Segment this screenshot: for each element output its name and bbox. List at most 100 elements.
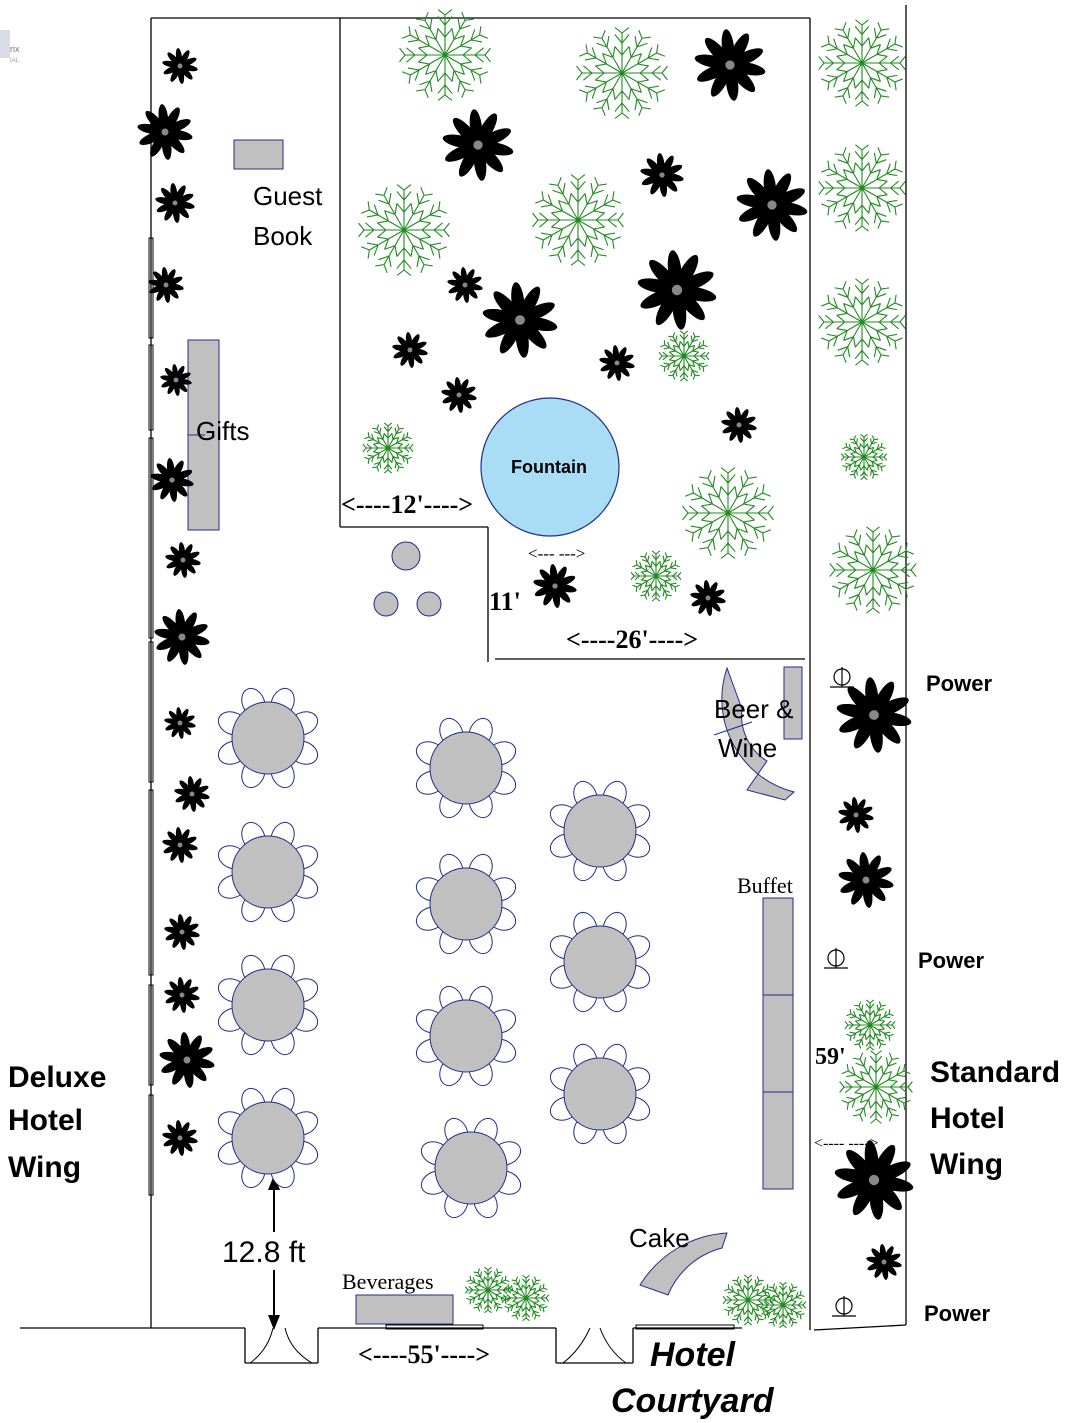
palm-tree-icon: [866, 1244, 902, 1280]
dim-12-8-label: 12.8 ft: [222, 1236, 306, 1269]
palm-tree-icon: [640, 153, 684, 197]
guest-book-label-1: Guest: [253, 181, 323, 211]
palm-tree-icon: [174, 776, 210, 812]
palm-tree-icon: [160, 364, 192, 396]
round-table: [415, 853, 517, 955]
dim-59-label: 59': [815, 1044, 846, 1070]
courtyard-label-1: Hotel: [650, 1336, 737, 1374]
palm-tree-icon: [164, 977, 200, 1013]
dim-59-arrow: <---- ---->: [814, 1135, 879, 1152]
standard-wing-label-3: Wing: [930, 1148, 1003, 1181]
left-wall-windows: [148, 237, 154, 1196]
beer-wine-label-2: Wine: [718, 733, 777, 763]
power-label-3: Power: [924, 1301, 990, 1326]
doors: [249, 1324, 735, 1364]
beverages-label: Beverages: [342, 1269, 434, 1294]
round-table: [549, 1043, 651, 1145]
cocktail-tables: [373, 541, 442, 617]
shrubs: [358, 9, 917, 1329]
power-outlet-icon: [824, 948, 848, 969]
palm-tree-icon: [162, 827, 198, 863]
palm-tree-icon: [154, 609, 210, 665]
buffet-tables: [762, 897, 794, 1190]
round-table: [217, 1087, 319, 1189]
dim-26-label: <----26'---->: [566, 625, 698, 654]
gifts-label: Gifts: [196, 416, 249, 446]
palm-tree-icon: [721, 407, 757, 443]
deluxe-wing-label-3: Wing: [8, 1151, 81, 1184]
round-table: [549, 780, 651, 882]
power-outlet-icon: [832, 1296, 856, 1317]
round-table: [420, 1117, 522, 1219]
deluxe-wing-label-2: Hotel: [8, 1104, 83, 1137]
palm-tree-icon: [834, 1140, 914, 1220]
shrub-icon: [829, 526, 917, 614]
shrub-icon: [464, 1266, 512, 1314]
shrub-icon: [844, 999, 896, 1051]
shrub-icon: [362, 422, 414, 474]
shrub-icon: [532, 174, 624, 266]
palm-tree-icon: [162, 48, 198, 84]
beverages-table: [355, 1294, 454, 1325]
shrub-icon: [818, 278, 906, 366]
palm-tree-icon: [165, 542, 201, 578]
shrub-icon: [818, 144, 906, 232]
round-tables: [217, 687, 651, 1219]
logo: rix IAL: [0, 30, 20, 64]
courtyard-label-2: Courtyard: [611, 1382, 775, 1420]
fountain-label: Fountain: [511, 457, 587, 477]
cake-label: Cake: [629, 1223, 690, 1253]
dim-55-label: <----55'---->: [358, 1340, 490, 1369]
palm-tree-icon: [694, 29, 766, 101]
palm-tree-icon: [690, 580, 726, 616]
shrub-icon: [630, 550, 682, 602]
palm-tree-icon: [441, 377, 477, 413]
shrub-icon: [759, 1281, 807, 1329]
palm-tree-icon: [736, 169, 808, 241]
round-table: [217, 687, 319, 789]
palm-tree-icon: [442, 109, 514, 181]
shrub-icon: [658, 330, 710, 382]
palm-tree-icon: [599, 345, 635, 381]
dim-12-8-arrow: [268, 1175, 280, 1330]
shrub-icon: [502, 1274, 550, 1322]
fountain: Fountain: [480, 397, 620, 537]
buffet-label: Buffet: [737, 873, 793, 898]
svg-text:IAL: IAL: [10, 58, 20, 64]
standard-wing-label-1: Standard: [930, 1056, 1060, 1089]
shrub-icon: [682, 467, 774, 559]
palm-tree-icon: [482, 282, 558, 358]
dim-12-label: <----12'---->: [341, 490, 473, 519]
shrub-icon: [576, 27, 668, 119]
palm-tree-icon: [155, 183, 195, 223]
guest-book-table: [233, 139, 284, 170]
round-table: [549, 911, 651, 1013]
deluxe-wing-label-1: Deluxe: [8, 1061, 106, 1094]
dim-fountain-label: <--- --->: [528, 544, 585, 563]
shrub-icon: [818, 19, 906, 107]
palm-tree-icon: [137, 104, 193, 160]
palm-tree-icon: [164, 707, 196, 739]
cake-table: [639, 1232, 728, 1296]
beer-wine-bar: [713, 666, 803, 801]
palm-tree-icon: [164, 914, 200, 950]
palm-tree-icon: [159, 1032, 215, 1088]
palm-tree-icon: [838, 797, 874, 833]
round-table: [415, 985, 517, 1087]
power-outlet-icon: [830, 667, 854, 688]
palm-tree-icon: [148, 267, 184, 303]
shrub-icon: [839, 1050, 913, 1124]
palm-tree-icon: [533, 564, 577, 608]
power-label-1: Power: [926, 671, 992, 696]
round-table: [217, 954, 319, 1056]
shrub-icon: [358, 184, 450, 276]
guest-book-label-2: Book: [253, 221, 313, 251]
standard-wing-label-2: Hotel: [930, 1102, 1005, 1135]
power-label-2: Power: [918, 948, 984, 973]
dim-11-label: 11': [489, 587, 521, 616]
palm-tree-icon: [150, 458, 194, 502]
power-outlets: [824, 667, 856, 1317]
shrub-icon: [399, 9, 491, 101]
palm-tree-icon: [162, 1120, 198, 1156]
